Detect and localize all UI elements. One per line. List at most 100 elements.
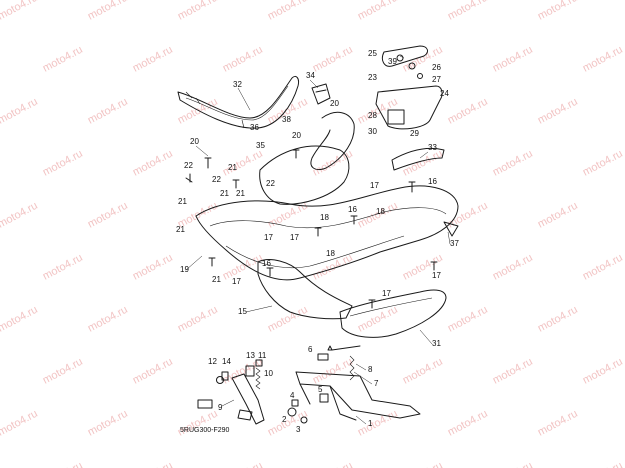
watermark-text: moto4.ru [41, 148, 85, 179]
callout-20: 20 [330, 99, 339, 108]
watermark-text: moto4.ru [0, 408, 40, 439]
watermark-text: moto4.ru [536, 304, 580, 335]
watermark-text: moto4.ru [86, 96, 130, 127]
watermark-text: moto4.ru [536, 200, 580, 231]
screw [350, 215, 358, 225]
callout-21: 21 [228, 163, 237, 172]
watermark-text: moto4.ru [131, 44, 175, 75]
part-2-drawing [287, 407, 297, 417]
callout-16-b: 16 [348, 205, 357, 214]
watermark-text: moto4.ru [536, 96, 580, 127]
watermark-text: moto4.ru [131, 148, 175, 179]
callout-5: 5 [318, 385, 323, 394]
part-33-cover [391, 147, 445, 171]
callout-17-d: 17 [232, 277, 241, 286]
watermark-text: moto4.ru [356, 96, 400, 127]
watermark-text: moto4.ru [176, 304, 220, 335]
part-25-drawing [381, 45, 428, 67]
watermark-text: moto4.ru [446, 0, 490, 23]
callout-38: 38 [282, 115, 291, 124]
callout-21-c: 21 [236, 189, 245, 198]
callout-18: 18 [376, 207, 385, 216]
watermark-text: moto4.ru [41, 44, 85, 75]
part-13-drawing [245, 365, 255, 377]
callout-28: 28 [368, 111, 377, 120]
part-floor-inner [209, 207, 447, 229]
watermark-text: moto4.ru [446, 304, 490, 335]
callout-6: 6 [308, 345, 313, 354]
watermark-text: moto4.ru [41, 460, 85, 468]
callout-19: 19 [180, 265, 189, 274]
watermark-text: moto4.ru [401, 148, 445, 179]
callout-16-c: 16 [262, 259, 271, 268]
watermark-text: moto4.ru [491, 44, 535, 75]
callout-12: 12 [208, 357, 217, 366]
watermark-text: moto4.ru [176, 0, 220, 23]
part-1-legs [299, 383, 357, 421]
watermark-text: moto4.ru [86, 200, 130, 231]
watermark-text: moto4.ru [131, 252, 175, 283]
watermark-text: moto4.ru [41, 252, 85, 283]
part-floor-edge [225, 235, 405, 269]
callout-34: 34 [306, 71, 315, 80]
watermark-text: moto4.ru [266, 304, 310, 335]
callout-31: 31 [432, 339, 441, 348]
callout-17-f: 17 [432, 271, 441, 280]
part-15-drawing [257, 259, 353, 320]
watermark-text: moto4.ru [491, 460, 535, 468]
callout-16: 16 [428, 177, 437, 186]
watermark-text: moto4.ru [86, 0, 130, 23]
part-34-drawing [311, 83, 331, 105]
watermark-text: moto4.ru [491, 252, 535, 283]
watermark-text: moto4.ru [131, 460, 175, 468]
screw [314, 227, 322, 237]
watermark-text: moto4.ru [356, 408, 400, 439]
callout-22-c: 22 [266, 179, 275, 188]
callout-30: 30 [368, 127, 377, 136]
watermark-text: moto4.ru [581, 44, 625, 75]
callout-13: 13 [246, 351, 255, 360]
part-11-drawing [255, 359, 263, 367]
callout-23: 23 [368, 73, 377, 82]
callout-29: 29 [410, 129, 419, 138]
watermark-text: moto4.ru [311, 460, 355, 468]
callout-20-b: 20 [190, 137, 199, 146]
watermark-text: moto4.ru [311, 44, 355, 75]
part-28-drawing [387, 109, 405, 125]
watermark-text: moto4.ru [581, 148, 625, 179]
callout-21-e: 21 [176, 225, 185, 234]
callout-26: 26 [432, 63, 441, 72]
part-31-drawing [339, 289, 447, 338]
part-9-drawing [231, 373, 265, 425]
watermark-text: moto4.ru [0, 304, 40, 335]
watermark-text: moto4.ru [41, 356, 85, 387]
part-5-drawing [319, 393, 329, 403]
callout-17-e: 17 [382, 289, 391, 298]
callout-18-b: 18 [320, 213, 329, 222]
part-37-drawing [443, 221, 459, 237]
part-32-tabs [185, 91, 245, 129]
screw [208, 257, 216, 267]
part-14-drawing [221, 371, 229, 381]
callout-15: 15 [238, 307, 247, 316]
part-1-drawing [295, 371, 421, 419]
leader-lines [185, 55, 451, 425]
callout-22: 22 [184, 161, 193, 170]
screw [185, 173, 193, 183]
part-9-foot [237, 409, 253, 421]
callout-17-b: 17 [264, 233, 273, 242]
part-31-inner [349, 297, 433, 317]
screw [266, 267, 274, 277]
screw [368, 299, 376, 309]
callout-27: 27 [432, 75, 441, 84]
watermark-text: moto4.ru [86, 408, 130, 439]
screw [292, 149, 300, 159]
part-32-inner [185, 85, 289, 121]
callout-10: 10 [264, 369, 273, 378]
watermark-text: moto4.ru [491, 148, 535, 179]
screw [408, 181, 416, 193]
part-26-drawing [408, 62, 416, 70]
callout-8: 8 [368, 365, 373, 374]
callout-17-c: 17 [290, 233, 299, 242]
